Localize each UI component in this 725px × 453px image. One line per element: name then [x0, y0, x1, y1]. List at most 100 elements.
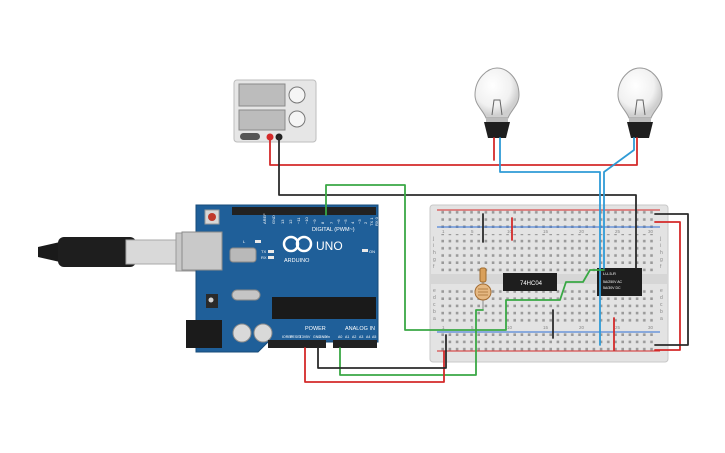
power-switch[interactable]: [240, 133, 260, 140]
top-power-rail: [440, 208, 655, 228]
svg-text:g: g: [433, 257, 436, 263]
wire-digital-pin-to-relay: [325, 184, 605, 331]
svg-text:~5: ~5: [343, 219, 348, 224]
light-bulb-right[interactable]: [617, 67, 663, 138]
svg-text:A5: A5: [372, 335, 376, 339]
svg-text:4: 4: [350, 221, 355, 224]
svg-text:RX 0: RX 0: [374, 216, 379, 226]
svg-text:~3: ~3: [357, 219, 362, 224]
svg-text:5: 5: [471, 325, 474, 330]
svg-text:2: 2: [363, 221, 368, 224]
svg-text:e: e: [433, 288, 436, 294]
svg-text:c: c: [433, 302, 436, 308]
digital-pin-labels: AREF GND 13 12 ~11 ~10 ~9 8 7 ~6 ~5 4 ~3…: [262, 213, 379, 226]
svg-text:A0: A0: [338, 335, 342, 339]
relay[interactable]: LU-5-R 5A/250V AC 5A/30V DC: [597, 268, 642, 296]
inverter-ic[interactable]: 74HC04: [503, 273, 557, 291]
svg-text:25: 25: [615, 325, 621, 330]
arduino-uno[interactable]: AREF GND 13 12 ~11 ~10 ~9 8 7 ~6 ~5 4 ~3…: [181, 204, 379, 353]
svg-text:30: 30: [648, 229, 654, 234]
svg-text:LU-5-R: LU-5-R: [603, 271, 616, 276]
svg-text:c: c: [660, 302, 663, 308]
light-bulb-left[interactable]: [474, 67, 520, 138]
svg-text:Vin: Vin: [325, 335, 330, 339]
wire-right-bulb-blue: [603, 137, 635, 269]
svg-text:AREF: AREF: [262, 213, 267, 224]
svg-text:j: j: [432, 236, 434, 242]
svg-text:A3: A3: [359, 335, 363, 339]
svg-text:12: 12: [288, 219, 293, 224]
svg-text:d: d: [660, 295, 663, 301]
photoresistor[interactable]: [474, 267, 492, 310]
svg-text:i: i: [660, 243, 661, 249]
svg-text:RESET: RESET: [290, 335, 303, 339]
svg-text:f: f: [660, 264, 662, 270]
svg-text:30: 30: [648, 325, 654, 330]
svg-text:A4: A4: [366, 335, 370, 339]
bottom-power-rail: [440, 330, 655, 352]
svg-text:GND: GND: [313, 335, 321, 339]
wire-supply-negative: [278, 136, 637, 269]
svg-text:RX: RX: [261, 255, 267, 260]
wire-5v-to-rail: [304, 347, 445, 383]
power-label: POWER: [305, 326, 326, 332]
analog-header: [333, 340, 377, 348]
svg-text:A2: A2: [352, 335, 356, 339]
power-supply[interactable]: [233, 79, 317, 143]
wires: [269, 136, 689, 383]
svg-text:b: b: [433, 309, 436, 315]
reset-button[interactable]: [208, 213, 216, 221]
bottom-pin-labels: IOREF RESET 3.3V 5V GND GND Vin A0 A1 A2…: [282, 335, 376, 339]
svg-text:5A/30V DC: 5A/30V DC: [603, 286, 621, 290]
svg-text:1: 1: [442, 325, 445, 330]
digital-header: [232, 207, 376, 215]
digital-label: DIGITAL (PWM~): [312, 227, 355, 233]
svg-text:~11: ~11: [296, 217, 301, 224]
wire-rail-right-black: [654, 213, 689, 346]
svg-text:L: L: [243, 239, 246, 244]
svg-text:20: 20: [579, 325, 585, 330]
power-jack: [186, 320, 222, 348]
svg-text:ON: ON: [369, 249, 375, 254]
svg-text:5A/250V AC: 5A/250V AC: [603, 280, 623, 284]
svg-text:b: b: [660, 309, 663, 315]
svg-text:5: 5: [471, 229, 474, 234]
wire-left-bulb-blue: [499, 137, 601, 346]
voltage-knob[interactable]: [288, 86, 306, 104]
svg-text:10: 10: [507, 229, 513, 234]
current-knob[interactable]: [288, 110, 306, 128]
svg-text:15: 15: [543, 325, 549, 330]
voltage-display: [238, 83, 286, 107]
svg-text:g: g: [660, 257, 663, 263]
current-display: [238, 109, 286, 131]
wire-analog-to-sensor: [339, 309, 484, 376]
wire-gnd-to-rail: [317, 334, 447, 369]
column-numbers: 1 5 10 15 20 25 30 1 5 10 15 20 25 30: [442, 229, 654, 330]
svg-text:UNO: UNO: [316, 239, 343, 253]
svg-text:7: 7: [329, 221, 334, 224]
svg-text:TX: TX: [261, 249, 266, 254]
svg-text:IOREF: IOREF: [282, 335, 293, 339]
svg-text:10: 10: [507, 325, 513, 330]
analog-label: ANALOG IN: [345, 326, 375, 332]
svg-text:15: 15: [543, 229, 549, 234]
svg-text:A1: A1: [345, 335, 349, 339]
svg-text:~9: ~9: [312, 219, 317, 224]
svg-text:GND: GND: [271, 215, 276, 224]
power-header: [268, 340, 326, 348]
arduino-logo: ARDUINO UNO: [282, 235, 343, 264]
svg-text:25: 25: [615, 229, 621, 234]
svg-text:a: a: [433, 316, 436, 322]
upper-terminal-strip: [440, 234, 655, 272]
svg-text:TX 1: TX 1: [369, 217, 374, 226]
svg-text:a: a: [660, 316, 663, 322]
svg-text:j: j: [659, 236, 661, 242]
svg-text:f: f: [433, 264, 435, 270]
svg-text:ARDUINO: ARDUINO: [284, 258, 310, 264]
svg-text:13: 13: [280, 219, 285, 224]
svg-text:20: 20: [579, 229, 585, 234]
svg-text:~10: ~10: [304, 216, 309, 224]
microcontroller-chip: [272, 297, 376, 319]
status-leds: L TX RX ON: [243, 239, 375, 260]
